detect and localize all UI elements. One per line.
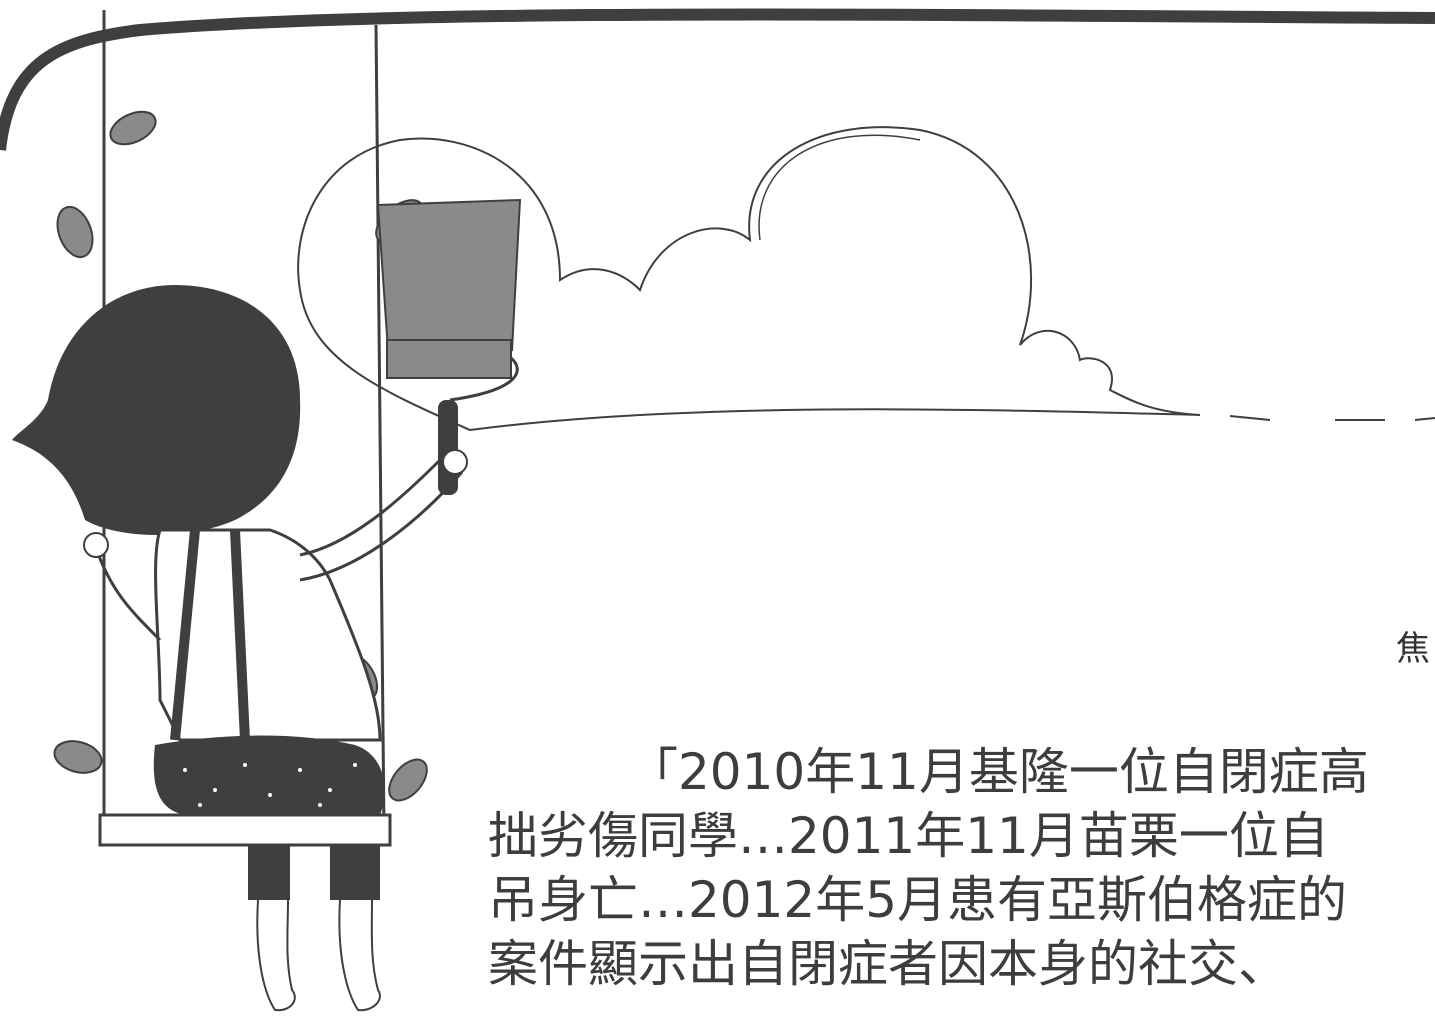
- girl-shorts: [153, 735, 385, 815]
- cloud-outline: [297, 126, 1201, 432]
- frame-border: [0, 8, 1435, 151]
- paragraph-line: 案件顯示出自閉症者因本身的社交、: [488, 935, 1288, 993]
- corner-char: 焦: [1396, 629, 1430, 669]
- paint-roller-head: [386, 339, 512, 379]
- girl-shirt: [154, 528, 382, 742]
- swing-seat: [98, 813, 392, 847]
- paragraph-line: 拙劣傷同學…2011年11月苗栗一位自: [488, 807, 1329, 865]
- paint-roller-paint: [376, 198, 522, 351]
- paint-roller-frame: [449, 356, 519, 402]
- girl-arm-right: [299, 458, 442, 557]
- girl-feet: [256, 899, 381, 1012]
- girl-arm-right-lower: [299, 471, 464, 582]
- girl-legs: [248, 845, 380, 900]
- cloud-outline-inner: [758, 134, 921, 241]
- paragraph-line: 「2010年11月基隆一位自閉症高: [628, 743, 1369, 801]
- girl-hand-right: [442, 449, 468, 475]
- body-paragraph: 「2010年11月基隆一位自閉症高 拙劣傷同學…2011年11月苗栗一位自 吊身…: [488, 740, 1435, 996]
- cloud-dashes: [1229, 415, 1435, 421]
- girl-arm-left: [93, 544, 162, 642]
- girl-hand-left: [83, 532, 109, 558]
- shorts-dots: [183, 763, 357, 807]
- girl-suspenders: [170, 529, 250, 741]
- swing-rope-right: [374, 24, 386, 831]
- girl-hair: [12, 285, 301, 535]
- paragraph-line: 吊身亡…2012年5月患有亞斯伯格症的: [488, 871, 1348, 929]
